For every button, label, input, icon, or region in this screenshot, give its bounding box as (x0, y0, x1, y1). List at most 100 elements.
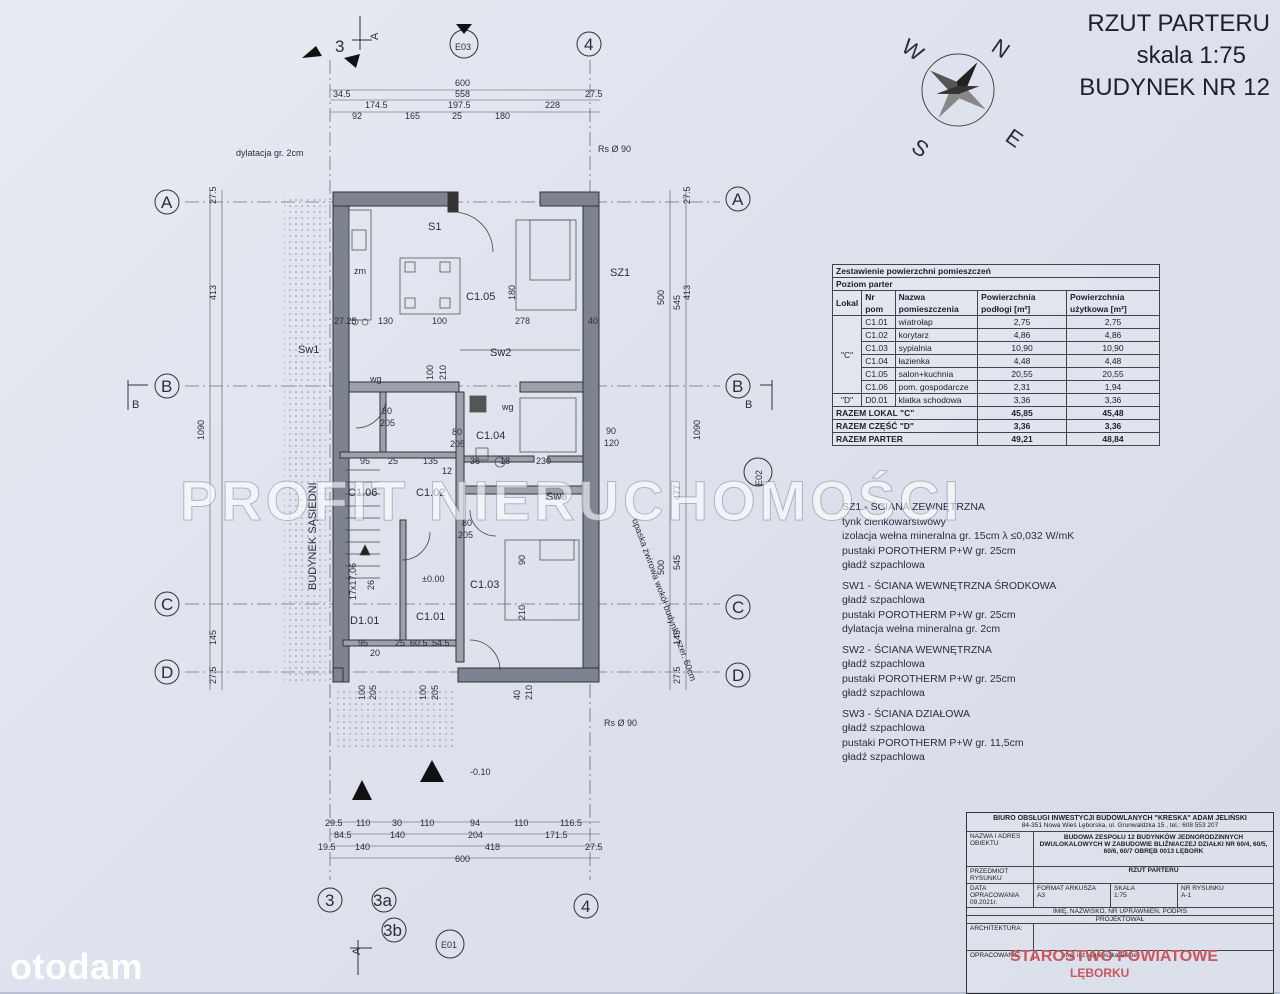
tb-drawing: A-1 (1181, 892, 1192, 899)
dim-in-40: 40 (588, 316, 598, 326)
exterior-walls (332, 191, 600, 683)
stamp-line-1: STAROSTWO POWIATOWE (1010, 948, 1218, 965)
header-usable: Powierzchnia użytkowa [m²] (1066, 290, 1160, 316)
title-block: BIURO OBSŁUGI INWESTYCJI BUDOWLANYCH "KR… (966, 812, 1274, 994)
dim-in-36: 36 (470, 456, 480, 466)
dim-side-l-27: 27.5 (208, 186, 218, 204)
dim-in-95: 95 (360, 456, 370, 466)
legend-sz1-title: SZ1 - ŚCIANA ZEWNĘTRZNA (842, 501, 985, 513)
tb-arch: ARCHITEKTURA: (967, 924, 1034, 950)
compass-w: W (897, 34, 929, 67)
dimension-lines (209, 89, 687, 859)
compass-e: E (1001, 124, 1027, 153)
tb-date: 09.2021r. (970, 899, 998, 906)
dim-in-40b: 40 (512, 690, 522, 700)
dim-in-26: 26 (366, 580, 376, 590)
dim-side-r-545: 545 (672, 295, 682, 310)
dim-bot-600: 600 (455, 854, 470, 864)
dim-side-l-413: 413 (208, 285, 218, 300)
axis-3b: 3b (383, 921, 402, 940)
cell-lokal-d: "D" (831, 393, 863, 407)
dim-bot-110c: 110 (514, 818, 528, 828)
dim-side-r-500b: 500 (656, 560, 666, 575)
cell-nr: C1.02 (861, 328, 896, 342)
axis-4-top: 4 (584, 35, 593, 54)
table-level: Poziom parter (832, 277, 1160, 291)
kitchen-and-furniture (348, 209, 580, 621)
cell-usable: 2,75 (1066, 315, 1160, 329)
dim-bot-204: 204 (468, 830, 483, 840)
total-floor: 3,36 (977, 419, 1068, 433)
legend-line: gładź szpachlowa (842, 751, 925, 763)
axis-3a: 3a (373, 891, 392, 910)
dim-side-l-145: 145 (208, 630, 218, 645)
cell-floor: 2,75 (977, 315, 1068, 329)
label-dilatation: dylatacja gr. 2cm (236, 148, 304, 158)
dim-in-80b: 80 (452, 427, 462, 437)
dim-in-100b: 100 (425, 365, 435, 380)
dim-bot-30: 30 (392, 818, 402, 828)
cell-usable: 10,90 (1066, 341, 1160, 355)
label-neighbor: BUDYNEK SĄSIEDNI (307, 482, 319, 590)
total-label: RAZEM PARTER (831, 432, 979, 446)
tb-format: A3 (1037, 892, 1045, 899)
label-wg-1: wg (369, 374, 382, 384)
cell-lokal-c: "C" (831, 315, 863, 394)
cell-name: klatka schodowa (894, 393, 979, 407)
axis-a-right: A (732, 190, 744, 209)
dim-in-545: 54.5 (432, 638, 450, 648)
axis-bubbles (154, 29, 773, 959)
dim-in-278: 278 (515, 316, 530, 326)
tb-person-label: IMIĘ, NAZWISKO, NR UPRAWNIEŃ, PODPIS (1052, 908, 1188, 915)
dim-in-205d: 205 (368, 685, 378, 700)
legend-line: pustaki POROTHERM P+W gr. 25cm (842, 544, 1016, 557)
dim-in-25b: 25 (395, 638, 405, 648)
dim-bot-29: 29.5 (325, 818, 343, 828)
room-d101: D1.01 (350, 615, 379, 627)
dim-top-25: 25 (452, 111, 462, 121)
legend-line: gładź szpachlowa (842, 722, 925, 734)
label-rs90-top: Rs Ø 90 (598, 144, 631, 154)
wall-legend: SZ1 - ŚCIANA ZEWNĘTRZNA tynk cienkowarst… (842, 500, 1102, 765)
dim-side-r-27c: 27.5 (682, 186, 692, 204)
cell-name: sypialnia (894, 341, 979, 355)
axis-d-left: D (161, 663, 173, 682)
legend-line: izolacja wełna mineralna gr. 15cm λ ≤0,0… (842, 530, 1075, 542)
room-c105: C1.05 (466, 291, 495, 303)
tb-subject: RZUT PARTERU (1128, 867, 1179, 874)
dim-bot-19: 19.5 (318, 842, 336, 852)
title-building: BUDYNEK NR 12 (1079, 74, 1270, 101)
axis-d-right: D (732, 666, 744, 685)
legend-line: gładź szpachlowa (842, 594, 925, 606)
dim-in-100d: 100 (418, 685, 428, 700)
tb-company: BIURO OBSŁUGI INWESTYCJI BUDOWLANYCH "KR… (993, 815, 1247, 822)
dim-top-92: 92 (352, 111, 362, 121)
tb-subject-label: PRZEDMIOT RYSUNKU (967, 867, 1034, 883)
section-marker-3 (302, 46, 322, 58)
dim-bot-140b: 140 (355, 842, 370, 852)
dim-in-205b: 205 (450, 439, 465, 449)
dim-top-197: 197.5 (448, 100, 471, 110)
interior-walls (339, 381, 584, 663)
dim-in-80a: 80 (382, 406, 392, 416)
dim-in-100c: 100 (357, 685, 367, 700)
axis-3-top: 3 (335, 37, 344, 56)
entrance-arrows (352, 760, 444, 800)
cell-nr: D0.01 (861, 393, 896, 407)
legend-line: gładź szpachlowa (842, 687, 925, 699)
dim-in-336: 180 (507, 285, 517, 300)
tb-scale-label: SKALA (1114, 885, 1135, 892)
total-label: RAZEM CZĘŚĆ "D" (831, 419, 979, 433)
brand-logo: otodam (10, 946, 143, 987)
official-stamp: STAROSTWO POWIATOWE LĘBORKU (1010, 948, 1218, 980)
tb-address: 84-351 Nowa Wieś Lęborska, ul. Grunwaldz… (1021, 822, 1219, 829)
tb-designed: PROJEKTOWAŁ (1095, 916, 1145, 923)
dim-in-230: 230 (536, 456, 551, 466)
dim-bot-418: 418 (485, 842, 500, 852)
tb-project: BUDOWA ZESPOŁU 12 BUDYNKÓW JEDNORODZINNY… (1039, 834, 1268, 855)
